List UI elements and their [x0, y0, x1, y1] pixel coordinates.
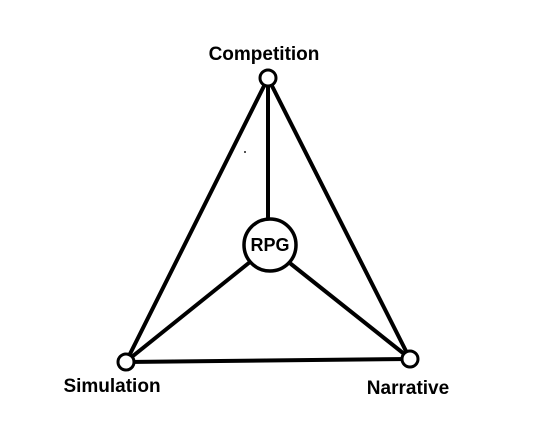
- vertex-label-competition: Competition: [209, 44, 320, 65]
- vertex-label-simulation: Simulation: [63, 376, 160, 397]
- center-circle: [242, 217, 298, 273]
- edge-simulation-narrative: [124, 357, 412, 364]
- edge-competition-narrative: [266, 76, 412, 361]
- spoke-narrative-rpg: [289, 262, 410, 359]
- edge-competition-simulation: [124, 76, 270, 364]
- vertex-node-competition: [258, 68, 278, 88]
- spoke-simulation-rpg: [126, 260, 252, 362]
- vertex-node-narrative: [400, 349, 420, 369]
- vertex-node-simulation: [116, 352, 136, 372]
- center-node-rpg: RPG: [242, 217, 298, 273]
- vertex-label-narrative: Narrative: [367, 378, 449, 399]
- speck-mark: [244, 151, 246, 153]
- center-label: RPG: [250, 235, 289, 255]
